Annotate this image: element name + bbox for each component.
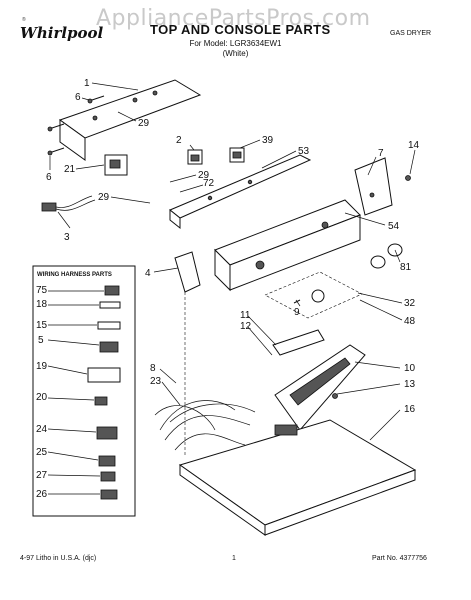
screw-part	[332, 393, 338, 399]
timer-part	[104, 154, 128, 176]
callout: 13	[404, 379, 416, 390]
callout: 27	[36, 470, 48, 481]
callout: 72	[203, 178, 215, 189]
callout: 24	[36, 424, 48, 435]
top-panel-part	[178, 419, 417, 536]
console-panel-part	[214, 199, 361, 292]
watermark: AppliancePartsPros.com	[96, 6, 371, 31]
lamp-socket-part	[293, 289, 325, 304]
footer-part-number: Part No. 4377756	[372, 555, 427, 562]
callout: 39	[262, 135, 274, 146]
model-color: (White)	[222, 49, 249, 58]
callout: 29	[98, 192, 110, 203]
callout: 21	[64, 164, 76, 175]
callout: 5	[38, 335, 44, 346]
callout: 81	[400, 262, 412, 273]
lint-cover-part	[272, 329, 325, 356]
inset-callouts: 75 18 15 5 19 20 24 25 27 26	[36, 285, 48, 500]
footer-page-number: 1	[232, 555, 236, 562]
callout: 3	[64, 232, 70, 243]
callout: 29	[198, 170, 210, 181]
front-panel-part	[274, 344, 366, 431]
screw-part	[47, 95, 105, 156]
callout: 6	[46, 172, 52, 183]
console-bracket-part	[169, 154, 312, 230]
callout: 2	[176, 135, 182, 146]
callout: 29	[138, 118, 150, 129]
main-harness-part	[154, 400, 256, 451]
page-title: TOP AND CONSOLE PARTS	[150, 22, 331, 37]
callout: 53	[298, 146, 310, 157]
diagram-callouts: 1 6 29 6 21 29 3 2 39 29 72 53 7 14 54 4…	[46, 78, 420, 415]
callout: 25	[36, 447, 48, 458]
logo-registered-mark: ®	[22, 17, 26, 23]
callout: 54	[388, 221, 400, 232]
callout: 19	[36, 361, 48, 372]
callout: 23	[150, 376, 162, 387]
callout: 20	[36, 392, 48, 403]
callout: 12	[240, 321, 252, 332]
callout: 32	[404, 298, 416, 309]
screw-part	[405, 175, 411, 181]
callout: 8	[150, 363, 156, 374]
callout: 14	[408, 140, 420, 151]
leader-lines	[49, 82, 416, 441]
callout: 6	[75, 92, 81, 103]
control-panel-part	[58, 79, 202, 161]
callout: 18	[36, 299, 48, 310]
end-cap-part	[354, 157, 393, 216]
model-number: For Model: LGR3634EW1	[189, 39, 282, 48]
callout: 48	[404, 316, 416, 327]
whirlpool-logo: Whirlpool	[20, 24, 104, 42]
callout: 4	[145, 268, 151, 279]
appliance-type: GAS DRYER	[390, 30, 432, 37]
callout: 11	[240, 310, 251, 321]
callout: 9	[294, 307, 300, 318]
callout: 1	[84, 78, 90, 89]
wire-harness-part	[41, 195, 96, 212]
overlay-part	[174, 251, 201, 293]
callout: 16	[404, 404, 416, 415]
footer-litho: 4-97 Litho in U.S.A. (djc)	[20, 555, 97, 562]
inset-part-icons	[87, 285, 121, 500]
callout: 26	[36, 489, 48, 500]
inset-title: WIRING HARNESS PARTS	[37, 272, 112, 278]
callout: 7	[378, 148, 384, 159]
callout: 75	[36, 285, 48, 296]
callout: 15	[36, 320, 48, 331]
inset-leader-lines	[47, 290, 104, 495]
switch-part	[187, 147, 245, 165]
callout: 10	[404, 363, 416, 374]
